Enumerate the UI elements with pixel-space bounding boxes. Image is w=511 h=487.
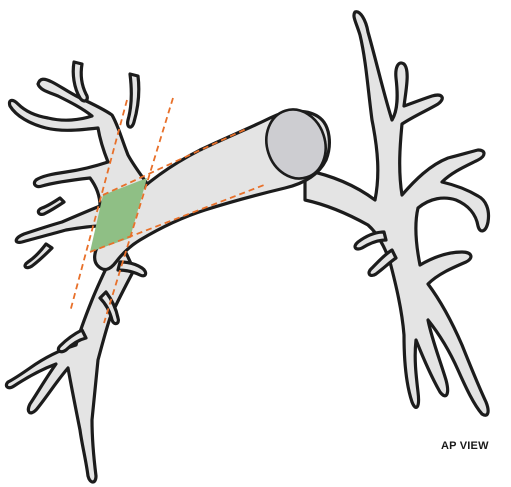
- left-lower-branch-vessel: [6, 240, 134, 482]
- left-upper-twig-3: [25, 244, 52, 268]
- right-branch-vessel: [305, 12, 489, 416]
- view-label: AP VIEW: [441, 440, 489, 452]
- vessel-tree: [6, 12, 488, 482]
- left-upper-twig-2: [128, 74, 139, 127]
- left-upper-twig-4: [38, 198, 64, 214]
- right-twig-2: [355, 232, 386, 249]
